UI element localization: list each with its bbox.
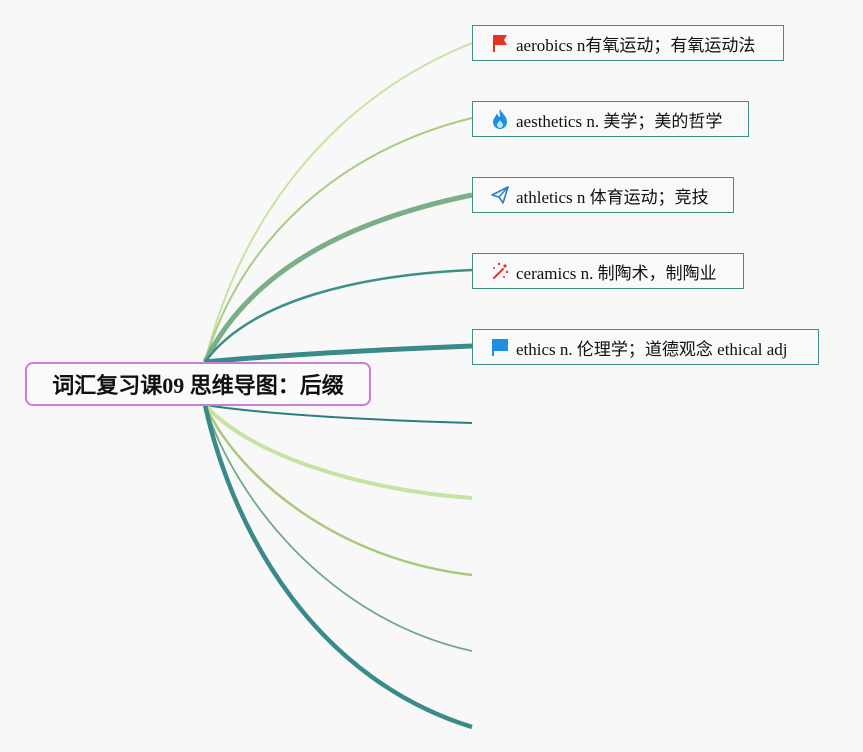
branch-line-1 [204,42,473,363]
root-topic[interactable]: 词汇复习课09 思维导图：后缀 [25,362,371,406]
branch-line-7 [203,403,473,500]
topic-label: ethics n. 伦理学；道德观念 ethical adj [516,339,788,359]
topic-node-aesthetics[interactable]: aesthetics n. 美学；美的哲学 [472,101,749,137]
topic-node-ceramics[interactable]: ceramics n. 制陶术，制陶业 [472,253,744,289]
root-topic-label: 词汇复习课09 思维导图：后缀 [52,373,344,398]
paper-plane-icon [489,184,511,206]
branch-line-3 [202,192,473,364]
topic-node-athletics[interactable]: athletics n 体育运动；竞技 [472,177,734,213]
branch-line-5 [204,343,473,365]
branch-line-9 [204,404,473,652]
red-flag-icon [489,32,511,54]
topic-label: aesthetics n. 美学；美的哲学 [516,111,723,131]
blue-flag-icon [489,336,511,358]
branch-line-4 [203,268,473,363]
topic-label: athletics n 体育运动；竞技 [516,187,709,207]
branch-line-6 [204,404,473,424]
branch-line-2 [204,117,473,363]
branch-line-10 [202,404,473,730]
topic-label: ceramics n. 制陶术，制陶业 [516,263,717,283]
magic-wand-icon [489,260,511,282]
topic-label: aerobics n有氧运动；有氧运动法 [516,35,756,55]
flame-icon [489,108,511,130]
topic-node-aerobics[interactable]: aerobics n有氧运动；有氧运动法 [472,25,784,61]
branch-line-8 [203,404,473,577]
topic-node-ethics[interactable]: ethics n. 伦理学；道德观念 ethical adj [472,329,819,365]
